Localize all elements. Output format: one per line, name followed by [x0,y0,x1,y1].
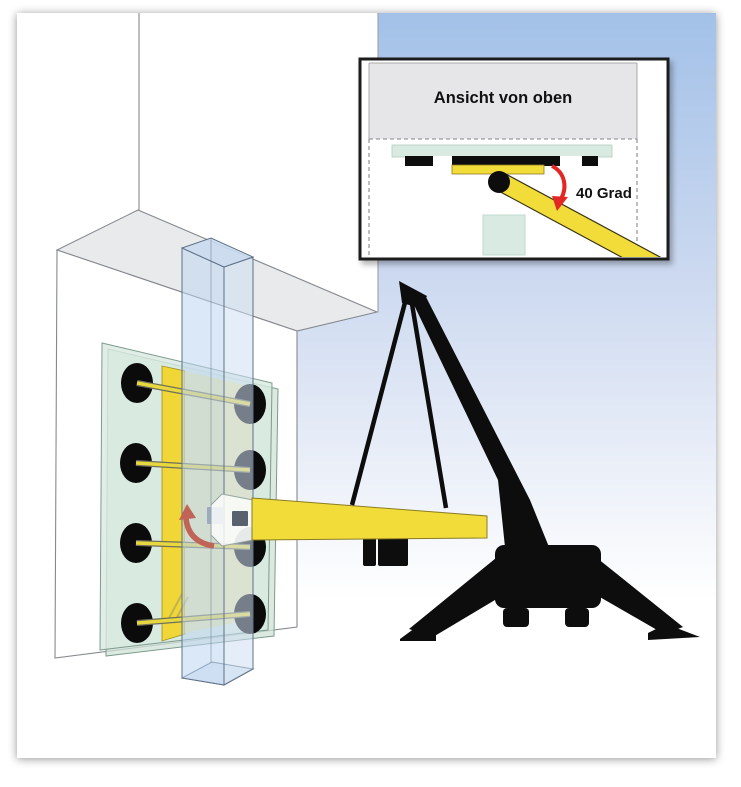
glass-fin-top [180,237,255,268]
rotation-arrow-icon [179,504,215,549]
crane-leg-right [579,558,683,634]
angle-arrow-icon [550,164,568,211]
inset-dashed-lines [368,138,638,257]
inset-pivot [488,171,510,193]
crane-wheel [565,608,589,627]
crane-foot-right [648,624,700,640]
crane-boom [404,284,549,547]
inset-mullion-square [482,214,526,256]
inset-title: Ansicht von oben [434,89,572,107]
glass-fin-mullion [180,237,255,686]
inset-rail-gap [560,156,582,166]
clamp-block-right [232,511,248,526]
lifting-beam [251,497,488,541]
top-view-inset: Ansicht von oben 40 Grad [358,57,670,261]
crane-body [495,545,601,608]
glass-fin-side [223,256,254,686]
inset-wall-band [369,63,637,139]
crane-cable-right [407,291,449,509]
crane-cable-left [349,290,411,506]
crane-foot-left [400,625,436,641]
inset-glass-strip [391,144,613,158]
crane-wheel [503,608,529,627]
inset-rail-gap [433,156,452,166]
angle-label: 40 Grad [576,185,632,202]
crane [349,281,700,641]
glass-fin-front [181,247,225,686]
inset-suction-rail [405,156,598,166]
crane-leg-left [409,558,520,637]
